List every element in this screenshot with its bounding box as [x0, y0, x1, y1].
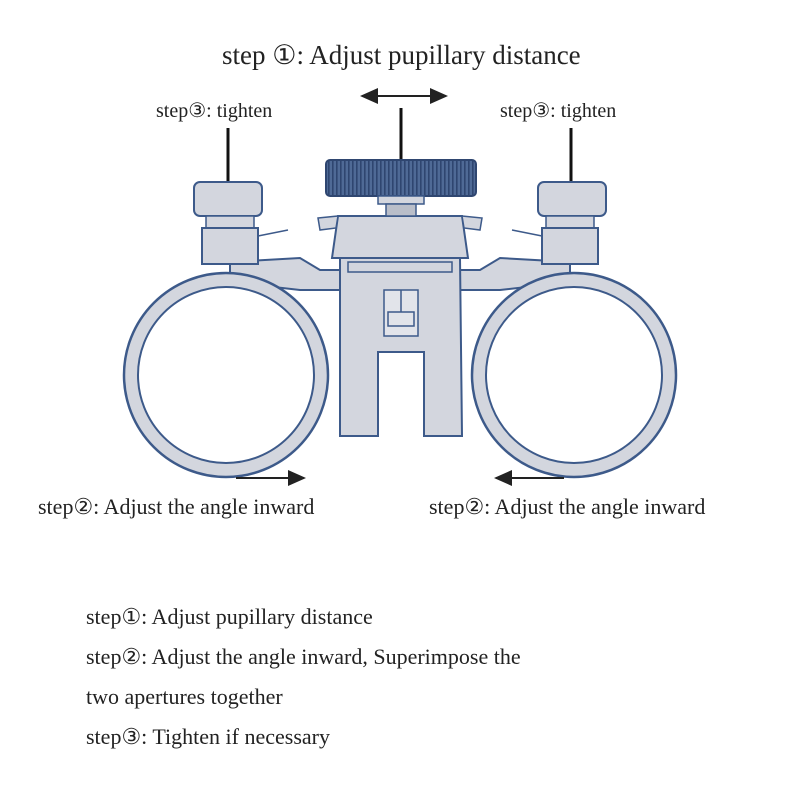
instruction-step1: step①: Adjust pupillary distance	[86, 604, 373, 629]
step2-right-label: step②: Adjust the angle inward	[429, 494, 706, 519]
left-tighten-screw	[193, 181, 289, 265]
center-hinge	[317, 215, 483, 437]
step3-right-label: step③: tighten	[500, 100, 617, 122]
step1-title: step ①: Adjust pupillary distance	[222, 40, 581, 70]
step2-left-label: step②: Adjust the angle inward	[38, 494, 315, 519]
right-barrel	[470, 271, 678, 479]
instruction-list: step①: Adjust pupillary distance step②: …	[86, 597, 521, 757]
right-tighten-screw	[511, 181, 607, 265]
center-knob	[325, 159, 477, 217]
instruction-step2: step②: Adjust the angle inward, Superimp…	[86, 644, 521, 669]
instruction-step3: step③: Tighten if necessary	[86, 724, 330, 749]
left-barrel	[122, 271, 330, 479]
instruction-step2-cont: two apertures together	[86, 684, 283, 709]
step3-left-label: step③: tighten	[156, 100, 273, 122]
